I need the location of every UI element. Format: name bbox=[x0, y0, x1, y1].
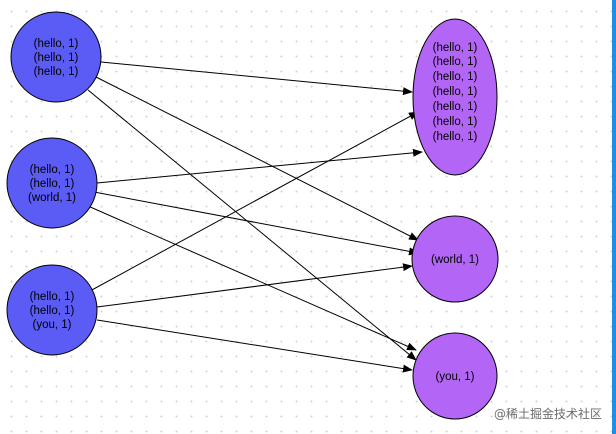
node-src-2-line-1: (hello, 1) bbox=[30, 164, 75, 176]
edge-src-3-dst-world bbox=[96, 263, 413, 308]
node-dst-hello-line-3: (hello, 1) bbox=[433, 71, 478, 83]
node-dst-hello: (hello, 1) (hello, 1) (hello, 1) (hello,… bbox=[412, 18, 498, 176]
node-dst-hello-line-6: (hello, 1) bbox=[433, 116, 478, 128]
node-dst-hello-line-5: (hello, 1) bbox=[433, 101, 478, 113]
edge-src-3-dst-hello bbox=[89, 111, 419, 292]
node-dst-hello-line-4: (hello, 1) bbox=[433, 86, 478, 98]
node-dst-world: (world, 1) bbox=[411, 215, 499, 303]
node-src-1: (hello, 1) (hello, 1) (hello, 1) bbox=[10, 11, 102, 103]
node-src-3-line-3: (you, 1) bbox=[33, 319, 72, 331]
node-dst-hello-line-2: (hello, 1) bbox=[433, 56, 478, 68]
node-src-1-line-3: (hello, 1) bbox=[34, 66, 79, 78]
edge-src-1-dst-world bbox=[95, 76, 419, 241]
edges-layer bbox=[87, 61, 423, 373]
edge-src-2-dst-world bbox=[93, 191, 419, 256]
edge-src-1-dst-you bbox=[87, 89, 417, 361]
window-edge-strip bbox=[612, 0, 616, 434]
node-src-3: (hello, 1) (hello, 1) (you, 1) bbox=[6, 264, 98, 356]
node-src-2: (hello, 1) (hello, 1) (world, 1) bbox=[6, 137, 98, 229]
edge-src-1-dst-hello bbox=[100, 61, 413, 96]
node-src-1-line-2: (hello, 1) bbox=[34, 52, 79, 64]
node-dst-hello-line-7: (hello, 1) bbox=[433, 131, 478, 143]
node-src-3-line-1: (hello, 1) bbox=[30, 291, 75, 303]
node-dst-you: (you, 1) bbox=[412, 332, 498, 420]
node-src-3-line-2: (hello, 1) bbox=[30, 305, 75, 317]
node-src-2-line-3: (world, 1) bbox=[28, 192, 76, 204]
node-src-3-shape bbox=[6, 264, 98, 356]
node-src-1-shape bbox=[10, 11, 102, 103]
node-src-2-line-2: (hello, 1) bbox=[30, 178, 75, 190]
node-dst-world-shape bbox=[411, 215, 499, 303]
edge-src-3-dst-you bbox=[96, 319, 413, 373]
node-dst-world-line-1: (world, 1) bbox=[431, 254, 479, 266]
node-dst-hello-line-1: (hello, 1) bbox=[433, 42, 478, 54]
node-src-2-shape bbox=[6, 137, 98, 229]
node-dst-hello-shape bbox=[412, 18, 498, 176]
node-dst-you-line-1: (you, 1) bbox=[436, 371, 475, 383]
watermark-text: @稀土掘金技术社区 bbox=[493, 407, 602, 421]
node-dst-you-shape bbox=[412, 332, 498, 420]
edge-src-2-dst-hello bbox=[96, 148, 423, 184]
node-src-1-line-1: (hello, 1) bbox=[34, 38, 79, 50]
edge-src-2-dst-you bbox=[87, 205, 417, 351]
